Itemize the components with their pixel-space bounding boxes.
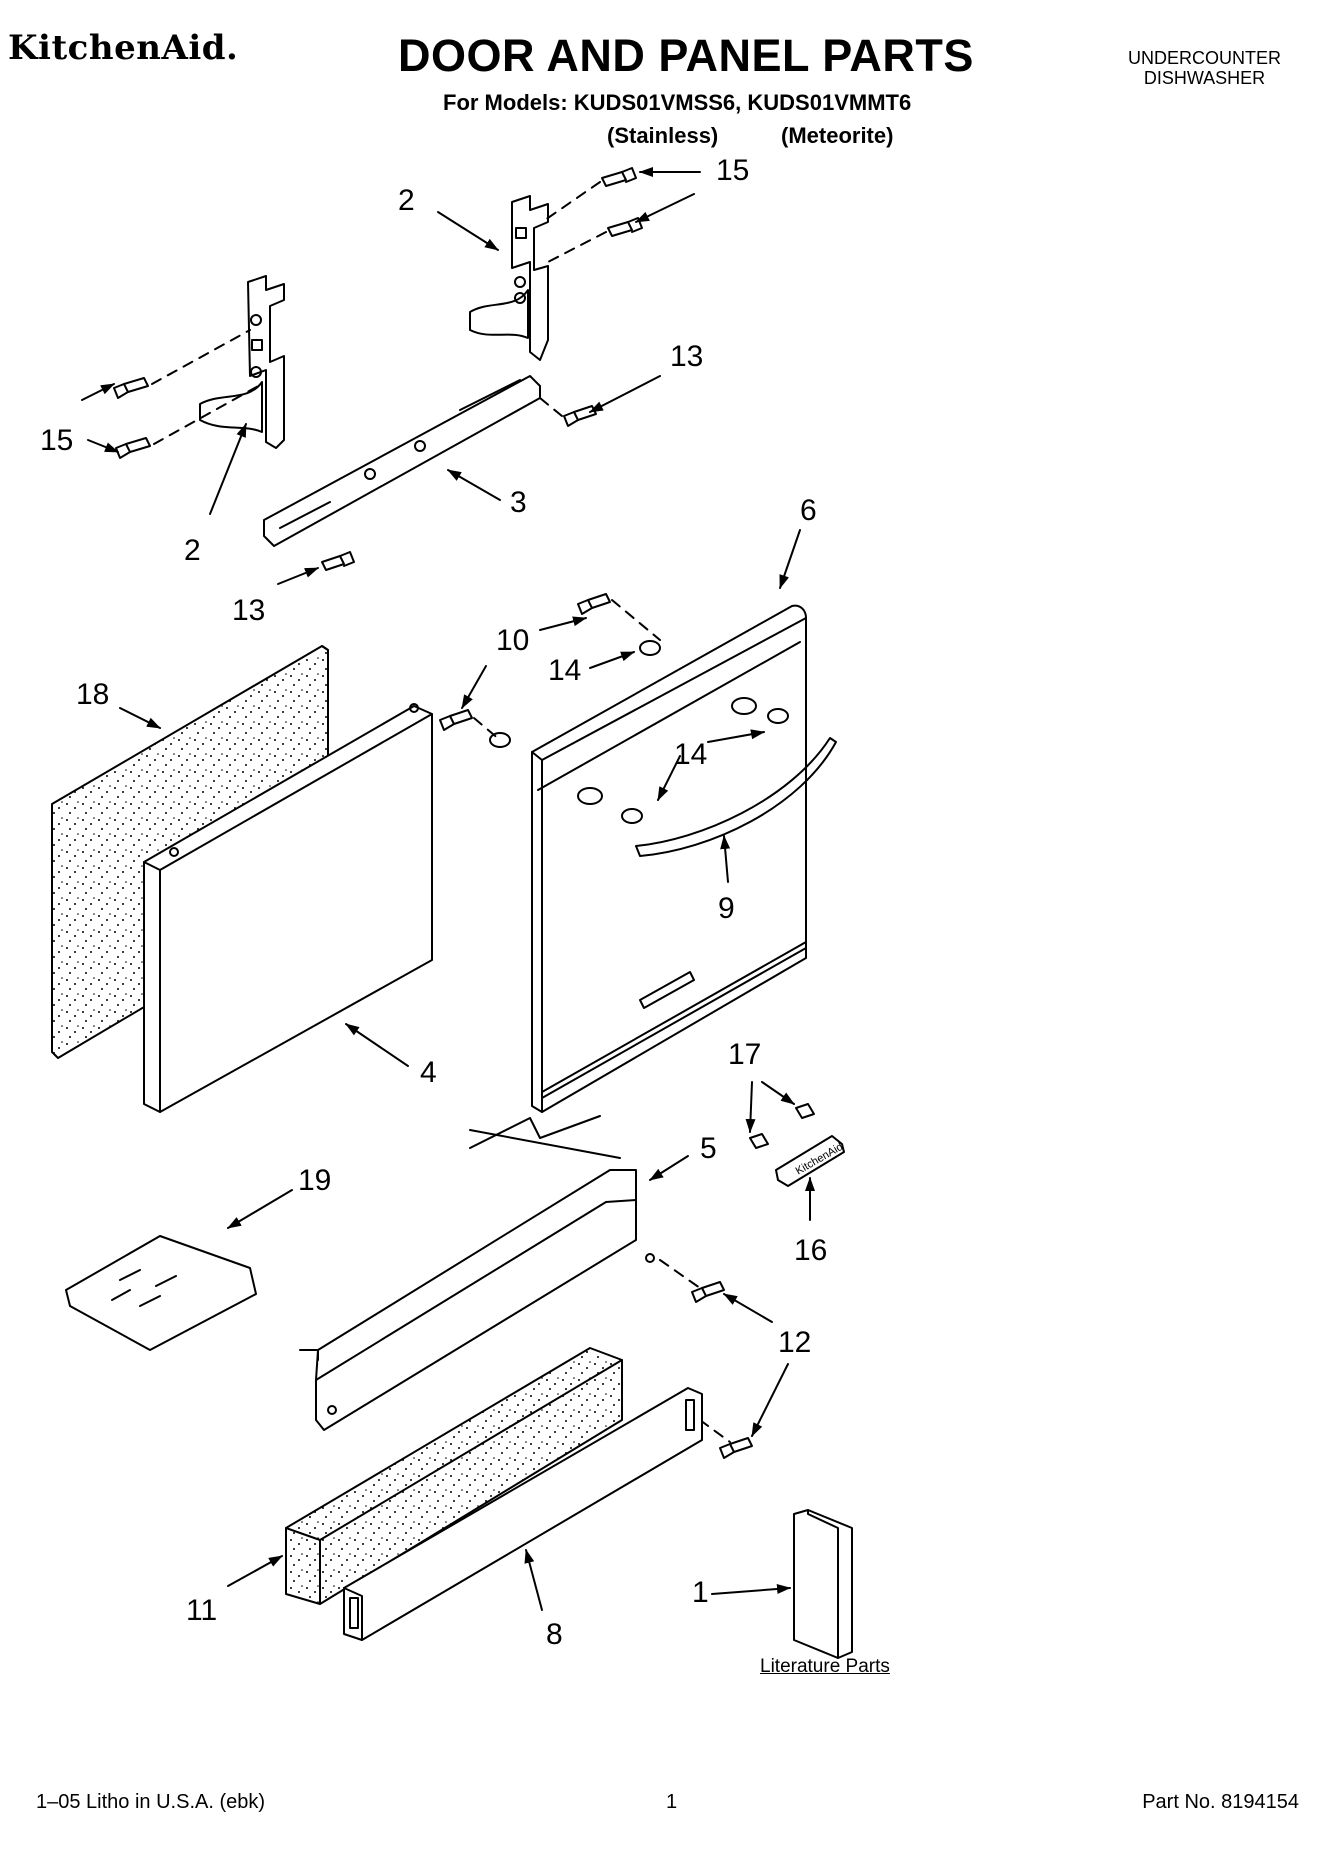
callout-1: 1: [692, 1576, 709, 1609]
callout-5: 5: [700, 1132, 717, 1165]
part-2-right-bracket: [469, 195, 549, 361]
screw-10-a: [577, 593, 611, 615]
callout-2-left: 2: [184, 534, 201, 567]
part-6-outer-door: [531, 604, 807, 1113]
part-4-door-panel: [143, 703, 433, 1113]
washer-14-c: [767, 708, 789, 724]
callout-13-mid: 13: [670, 340, 704, 373]
screw-13-mid: [563, 405, 597, 427]
screw-15-top-a: [601, 167, 637, 187]
callout-16: 16: [794, 1234, 828, 1267]
page-title: DOOR AND PANEL PARTS: [398, 30, 974, 81]
callout-3: 3: [510, 486, 527, 519]
callout-4: 4: [420, 1056, 437, 1089]
product-type-line2: DISHWASHER: [1143, 68, 1266, 88]
screw-15-left-a: [113, 377, 149, 399]
product-type-line1: UNDERCOUNTER: [1128, 48, 1281, 68]
screw-12-b: [719, 1437, 753, 1459]
callout-9: 9: [718, 892, 735, 925]
callout-11: 11: [186, 1594, 218, 1627]
badge-text: KitchenAid: [794, 1141, 846, 1178]
part-2-left-bracket: [199, 275, 285, 449]
callout-14-top: 14: [548, 654, 582, 687]
screw-15-left-b: [115, 437, 151, 459]
callout-2-top: 2: [398, 184, 415, 217]
callout-17: 17: [728, 1038, 762, 1071]
part-19-parts-bag: [65, 1235, 257, 1351]
part-8-toe-panel: [343, 1387, 703, 1641]
footer-page-number: 1: [666, 1791, 678, 1813]
callout-18: 18: [76, 678, 110, 711]
screw-12-a: [691, 1281, 725, 1303]
screw-10-b: [439, 709, 473, 731]
part-11-foam-block: [285, 1347, 623, 1605]
part-9-handle: [635, 737, 837, 857]
callout-13-left: 13: [232, 594, 266, 627]
callout-10: 10: [496, 624, 530, 657]
footer-part-number: Part No. 8194154: [1142, 1791, 1299, 1813]
part-3-rail: [263, 375, 541, 547]
part-1-literature: [793, 1509, 853, 1659]
part-17-nuts: [749, 1103, 815, 1149]
literature-parts-label: Literature Parts: [760, 1656, 890, 1677]
callout-6: 6: [800, 494, 817, 527]
mounting-lines: [151, 181, 731, 1443]
screw-13-left: [321, 551, 355, 571]
washer-14-d: [621, 808, 643, 824]
washer-14-a: [639, 640, 661, 656]
callout-8: 8: [546, 1618, 563, 1651]
washer-14-b: [489, 732, 511, 748]
product-type: UNDERCOUNTER DISHWASHER: [1128, 48, 1281, 88]
variant-meteorite: (Meteorite): [781, 123, 894, 148]
footer-litho: 1–05 Litho in U.S.A. (ebk): [36, 1791, 266, 1813]
callout-19: 19: [298, 1164, 332, 1197]
part-5-toe-bracket: [299, 1115, 655, 1431]
callout-14-mid: 14: [674, 738, 708, 771]
screw-15-top-b: [607, 217, 643, 237]
models-line: For Models: KUDS01VMSS6, KUDS01VMMT6: [443, 90, 912, 115]
brand-logo: KitchenAid.: [8, 28, 239, 68]
variant-stainless: (Stainless): [607, 123, 719, 148]
callout-arrows: [81, 167, 815, 1611]
callout-15-top: 15: [716, 154, 750, 187]
callout-15-left: 15: [40, 424, 74, 457]
callout-12: 12: [778, 1326, 812, 1359]
